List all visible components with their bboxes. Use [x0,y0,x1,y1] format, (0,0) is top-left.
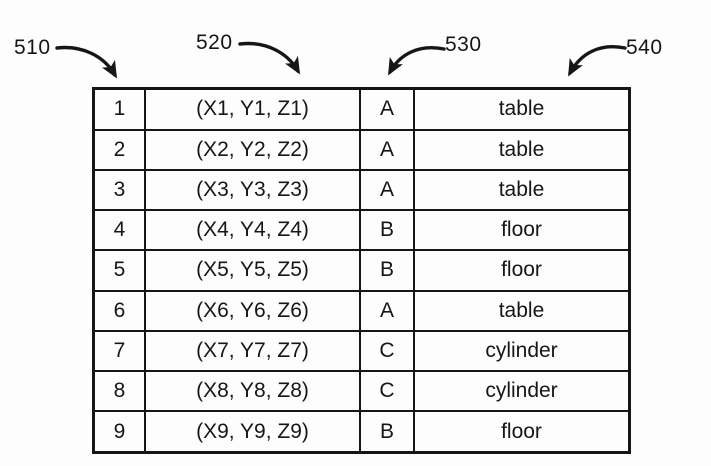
callout-arrow-530 [388,46,446,76]
cell-coordinates: (X2, Y2, Z2) [144,128,361,171]
cell-index: 7 [92,329,146,373]
cell-object: floor [413,410,631,454]
cell-cluster: A [359,87,415,131]
cell-object: table [413,128,631,171]
cell-cluster: A [359,168,415,212]
cell-coordinates: (X3, Y3, Z3) [144,168,361,212]
cell-index: 8 [92,370,146,413]
callout-arrow-510 [55,45,118,79]
cell-index: 2 [92,128,146,171]
data-table: 1 (X1, Y1, Z1) A table 2 (X2, Y2, Z2) A … [92,87,631,454]
cell-cluster: C [359,329,415,373]
cell-cluster: B [359,410,415,454]
cell-cluster: C [359,370,415,413]
cell-index: 3 [92,168,146,212]
table-row: 1 (X1, Y1, Z1) A table [92,87,631,131]
table-row: 4 (X4, Y4, Z4) B floor [92,209,631,252]
callout-label-510: 510 [14,36,51,59]
cell-coordinates: (X6, Y6, Z6) [144,289,361,332]
cell-coordinates: (X1, Y1, Z1) [144,87,361,131]
cell-cluster: B [359,209,415,252]
table-row: 9 (X9, Y9, Z9) B floor [92,410,631,454]
callout-arrow-520 [238,41,301,75]
cell-object: cylinder [413,329,631,373]
table-row: 7 (X7, Y7, Z7) C cylinder [92,329,631,373]
cell-object: table [413,168,631,212]
table-row: 2 (X2, Y2, Z2) A table [92,128,631,171]
cell-coordinates: (X5, Y5, Z5) [144,249,361,292]
callout-label-540: 540 [626,36,663,59]
cell-object: floor [413,249,631,292]
cell-index: 9 [92,410,146,454]
callout-label-520: 520 [196,31,233,54]
cell-cluster: A [359,289,415,332]
table-row: 6 (X6, Y6, Z6) A table [92,289,631,332]
cell-index: 6 [92,289,146,332]
cell-cluster: A [359,128,415,171]
cell-object: floor [413,209,631,252]
cell-object: cylinder [413,370,631,413]
callout-arrow-540 [568,45,627,77]
cell-coordinates: (X4, Y4, Z4) [144,209,361,252]
cell-cluster: B [359,249,415,292]
table-row: 3 (X3, Y3, Z3) A table [92,168,631,212]
cell-coordinates: (X9, Y9, Z9) [144,410,361,454]
cell-index: 1 [92,87,146,131]
callout-label-530: 530 [445,33,482,56]
table-row: 8 (X8, Y8, Z8) C cylinder [92,370,631,413]
table-row: 5 (X5, Y5, Z5) B floor [92,249,631,292]
cell-object: table [413,289,631,332]
cell-object: table [413,87,631,131]
cell-index: 4 [92,209,146,252]
cell-index: 5 [92,249,146,292]
cell-coordinates: (X7, Y7, Z7) [144,329,361,373]
cell-coordinates: (X8, Y8, Z8) [144,370,361,413]
